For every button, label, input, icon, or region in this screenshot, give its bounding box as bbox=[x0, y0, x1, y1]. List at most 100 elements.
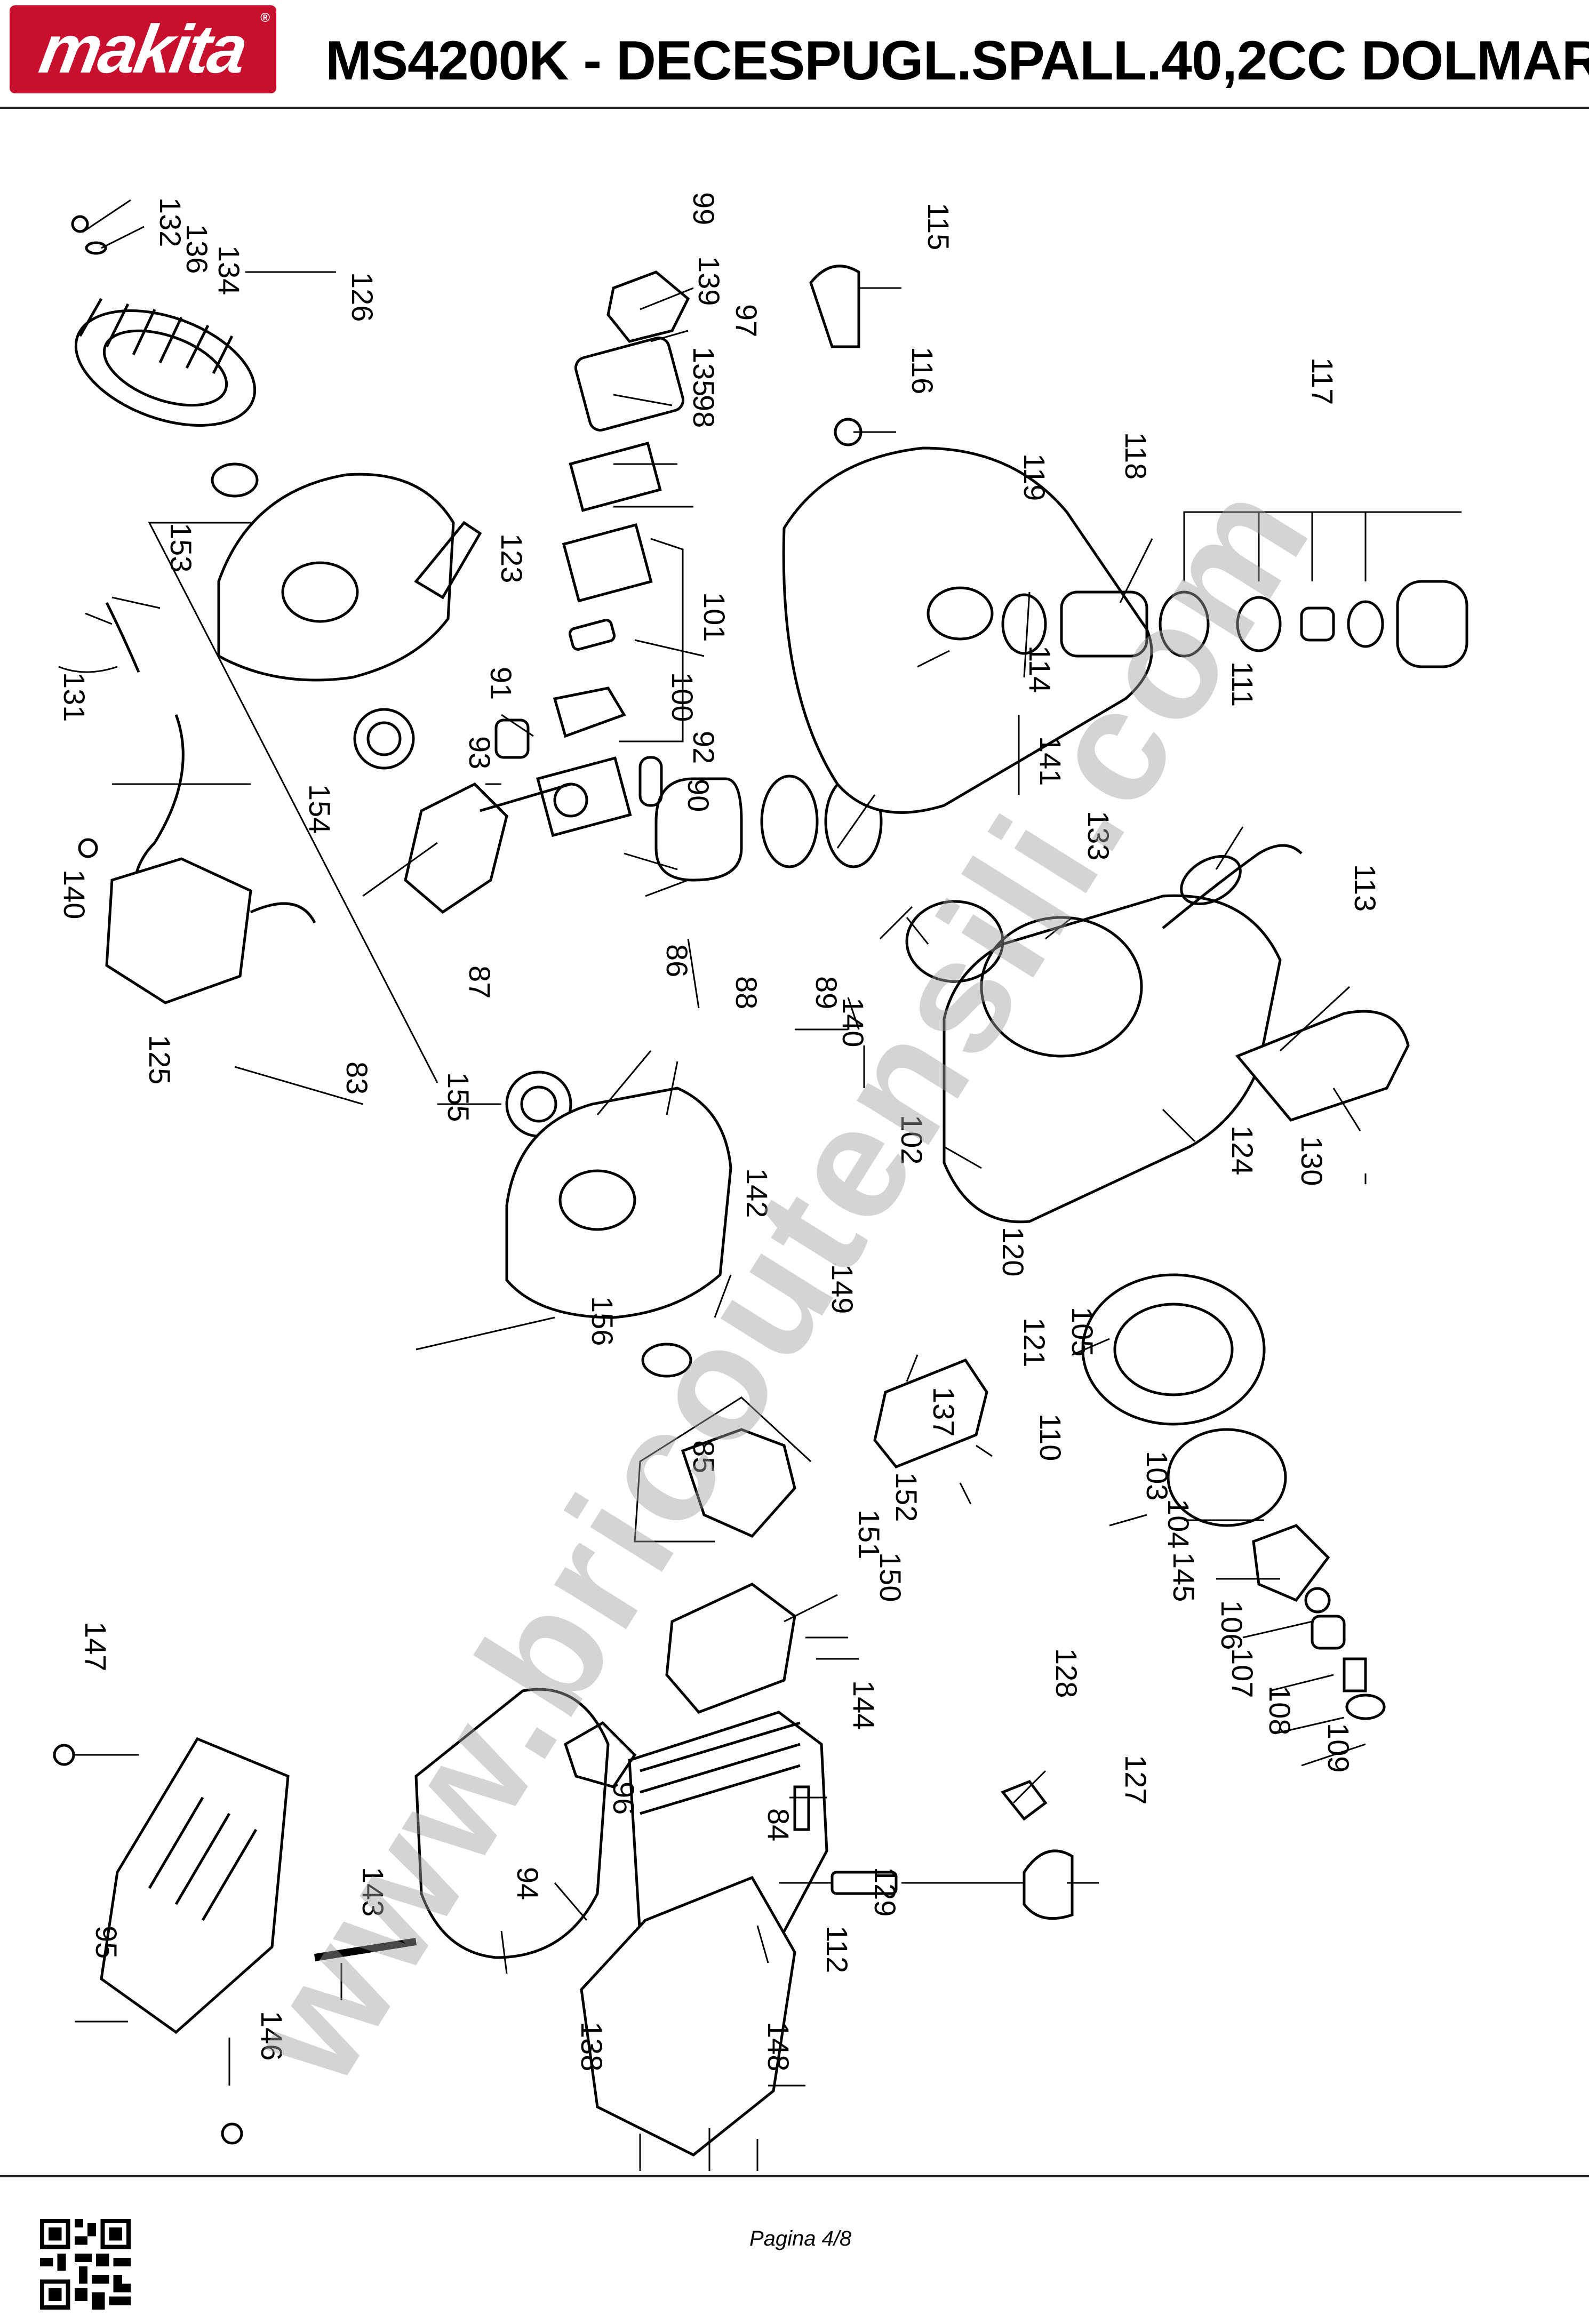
needle-bearing-drawing bbox=[494, 718, 530, 759]
part-label-p106: 106 bbox=[1215, 1600, 1249, 1650]
part-label-p123: 123 bbox=[495, 533, 529, 583]
bolt-143-drawing bbox=[314, 1938, 417, 1961]
part-label-p129: 129 bbox=[868, 1867, 902, 1916]
carburetor-149-drawing bbox=[681, 1428, 796, 1538]
part-label-p141: 141 bbox=[1034, 736, 1067, 786]
part-label-p119: 119 bbox=[1018, 453, 1051, 501]
part-label-p132: 132 bbox=[154, 197, 187, 247]
part-label-p95: 95 bbox=[90, 1926, 123, 1959]
part-label-p104: 104 bbox=[1162, 1499, 1195, 1548]
part-label-p103: 103 bbox=[1140, 1451, 1174, 1500]
oil-seal-156-drawing bbox=[641, 1343, 692, 1378]
part-label-p148: 148 bbox=[762, 2022, 795, 2071]
part-label-p131: 131 bbox=[58, 672, 91, 722]
part-label-p90: 90 bbox=[682, 779, 715, 812]
part-label-p144: 144 bbox=[847, 1680, 881, 1730]
gasket-100-drawing bbox=[536, 756, 632, 837]
part-label-p114: 114 bbox=[1023, 645, 1057, 693]
part-label-p137: 137 bbox=[927, 1387, 961, 1436]
part-label-p146: 146 bbox=[255, 2011, 289, 2061]
part-label-p156: 156 bbox=[586, 1296, 619, 1346]
fuel-tank-drawing bbox=[782, 446, 1153, 814]
part-label-p150: 150 bbox=[874, 1552, 907, 1602]
makita-logo: makita ® bbox=[10, 5, 276, 93]
part-label-p151: 151 bbox=[852, 1510, 886, 1559]
part-label-p126: 126 bbox=[346, 272, 379, 322]
muffler-drawing bbox=[414, 1688, 610, 1959]
part-label-p85: 85 bbox=[687, 1440, 721, 1473]
part-label-p124: 124 bbox=[1226, 1125, 1259, 1175]
insulator-101-drawing bbox=[562, 523, 653, 603]
plug-cap-drawing bbox=[1023, 1849, 1074, 1920]
crankcase-drawing bbox=[505, 1087, 732, 1319]
part-label-p109: 109 bbox=[1322, 1723, 1355, 1772]
part-label-p133: 133 bbox=[1082, 811, 1115, 860]
part-label-p147: 147 bbox=[79, 1622, 113, 1671]
part-label-p88: 88 bbox=[730, 976, 763, 1009]
stud-144-drawing bbox=[793, 1785, 810, 1831]
part-label-p155: 155 bbox=[442, 1072, 475, 1122]
part-label-p99: 99 bbox=[687, 192, 721, 225]
spring-128-drawing bbox=[1000, 1779, 1048, 1821]
part-label-p145: 145 bbox=[1167, 1552, 1201, 1602]
part-label-p113: 113 bbox=[1348, 864, 1382, 912]
part-label-p116: 116 bbox=[906, 347, 939, 394]
part-label-p142: 142 bbox=[740, 1168, 774, 1218]
carburetor-adaptor-drawing bbox=[574, 337, 685, 432]
brand-wordmark: makita bbox=[34, 11, 252, 87]
piston-ring-drawing bbox=[760, 774, 819, 868]
part-label-p94: 94 bbox=[511, 1867, 545, 1900]
crankcase-half-drawing bbox=[217, 473, 455, 682]
footer-divider bbox=[0, 2175, 1589, 2177]
part-label-p89: 89 bbox=[810, 976, 843, 1009]
part-label-p153: 153 bbox=[164, 523, 198, 572]
part-label-p96: 96 bbox=[607, 1782, 641, 1815]
gasket-ring-drawing bbox=[905, 900, 1004, 983]
part-label-p107: 107 bbox=[1226, 1648, 1259, 1698]
muffler-cover-drawing bbox=[100, 1737, 290, 2034]
bearing-154-drawing bbox=[353, 708, 415, 770]
ratchet-104-drawing bbox=[1252, 1524, 1330, 1602]
recoil-spring-drawing bbox=[1081, 1273, 1266, 1426]
part-label-p127: 127 bbox=[1119, 1755, 1153, 1804]
part-label-p120: 120 bbox=[996, 1227, 1030, 1276]
registered-mark: ® bbox=[260, 11, 270, 25]
part-label-p128: 128 bbox=[1050, 1648, 1083, 1698]
part-label-p111: 111 bbox=[1226, 661, 1259, 707]
part-label-p100: 100 bbox=[666, 672, 699, 722]
part-label-p139: 139 bbox=[692, 256, 726, 306]
part-label-p140b: 140 bbox=[836, 997, 870, 1047]
flywheel-drawing bbox=[74, 298, 257, 427]
page-number: Pagina 4/8 bbox=[749, 2227, 852, 2250]
part-label-p112: 112 bbox=[820, 1926, 854, 1973]
spring-107-drawing bbox=[1343, 1657, 1367, 1692]
part-label-p108: 108 bbox=[1263, 1686, 1297, 1735]
part-label-p143: 143 bbox=[356, 1867, 390, 1916]
part-label-p152: 152 bbox=[890, 1472, 923, 1522]
oil-seal-153-drawing bbox=[211, 462, 259, 498]
part-label-p138: 138 bbox=[575, 2022, 609, 2071]
pawl-106-drawing bbox=[1311, 1615, 1346, 1650]
part-label-p118: 118 bbox=[1119, 432, 1153, 480]
part-label-p125: 125 bbox=[143, 1035, 177, 1084]
gasket-85-drawing bbox=[665, 1583, 796, 1714]
gasket-96-drawing bbox=[563, 1721, 637, 1788]
page-title: MS4200K - DECESPUGL.SPALL.40,2CC DOLMAR bbox=[325, 30, 1589, 92]
screw-140-drawing bbox=[78, 838, 98, 858]
part-label-p121: 121 bbox=[1018, 1317, 1051, 1367]
part-label-p98: 98 bbox=[687, 395, 721, 428]
starter-reel-drawing bbox=[1167, 1428, 1287, 1527]
gasket-119-drawing bbox=[1001, 593, 1047, 655]
part-label-p102: 102 bbox=[895, 1115, 929, 1164]
header-divider bbox=[0, 107, 1589, 109]
leader-lines bbox=[58, 199, 1462, 2182]
part-label-p130: 130 bbox=[1295, 1136, 1329, 1186]
part-label-p115: 115 bbox=[922, 203, 955, 250]
insulator-98-drawing bbox=[569, 441, 662, 512]
part-label-p101: 101 bbox=[698, 592, 731, 642]
part-label-p92: 92 bbox=[687, 731, 721, 764]
strainer-drawing bbox=[1060, 590, 1148, 658]
part-label-p87: 87 bbox=[463, 965, 497, 999]
